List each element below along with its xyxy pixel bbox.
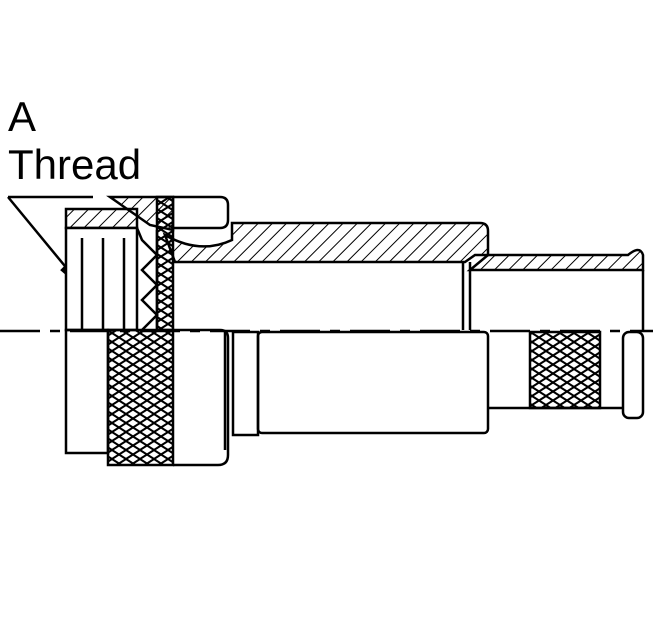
coupling-nut (64, 195, 230, 467)
callout-label-a: A (8, 93, 37, 140)
callout-label-thread: Thread (8, 141, 142, 188)
connector-body (162, 221, 490, 450)
rear-tube (466, 248, 645, 420)
